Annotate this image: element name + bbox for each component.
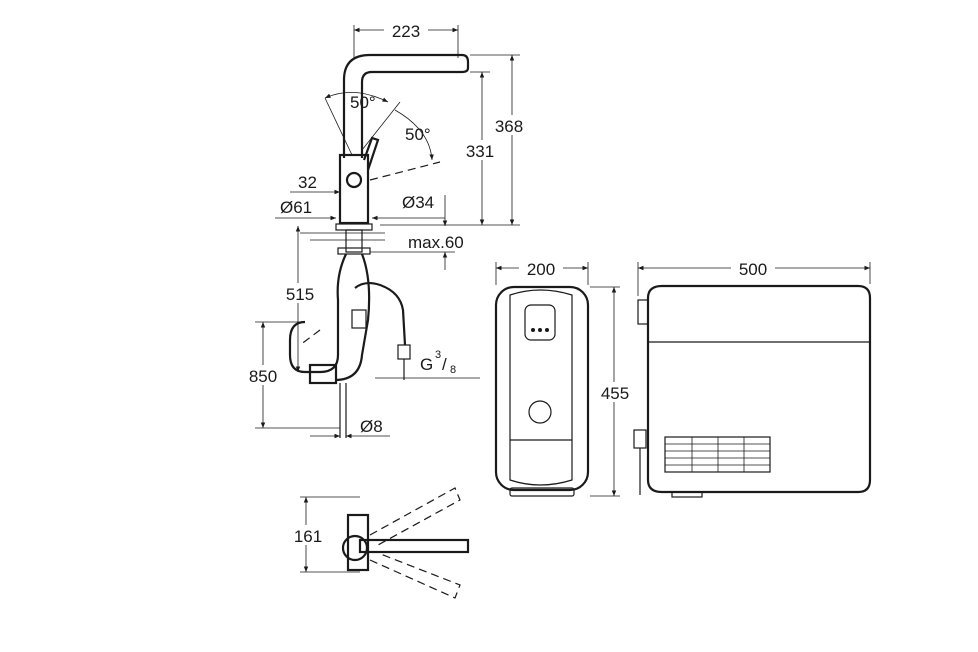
dim-total-height: 368 <box>495 117 523 136</box>
dim-connection-num: 3 <box>435 349 441 361</box>
dim-filter-width: 200 <box>527 260 555 279</box>
dim-angle-1: 50° <box>350 93 376 112</box>
faucet-side-view <box>288 53 470 438</box>
dim-top-view-height: 161 <box>294 527 322 546</box>
dim-spout-reach: 223 <box>392 22 420 41</box>
dim-connection-thread: G <box>420 355 433 374</box>
dim-supply-length: 850 <box>249 367 277 386</box>
dim-max-thickness: max.60 <box>408 233 464 252</box>
dim-base-diameter: Ø61 <box>280 198 312 217</box>
dim-angle-2: 50° <box>405 125 431 144</box>
faucet-dimensions: 223 368 331 50° 50° 32 Ø61 Ø34 max.60 51… <box>242 20 534 439</box>
filter-unit: 200 455 <box>494 258 636 497</box>
vent-grille <box>665 437 770 472</box>
fraction-slash: / <box>442 355 447 374</box>
dim-lever-offset: 32 <box>298 173 317 192</box>
dim-connection-den: 8 <box>450 364 456 376</box>
dim-chiller-depth: 500 <box>739 260 767 279</box>
chiller-unit: 500 <box>633 258 872 498</box>
dim-spout-height: 331 <box>466 142 494 161</box>
dim-hole-diameter: Ø34 <box>402 193 434 212</box>
dim-filter-height: 455 <box>601 384 629 403</box>
faucet-top-view: 161 <box>288 487 470 599</box>
dim-hose-length: 515 <box>286 285 314 304</box>
dim-pipe-diameter: Ø8 <box>360 417 383 436</box>
